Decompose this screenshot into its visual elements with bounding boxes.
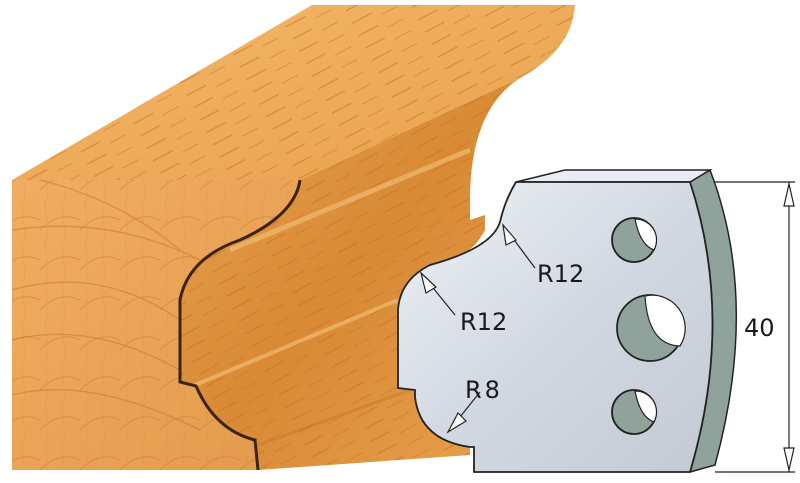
profile-knife: R12 R12 R8 xyxy=(397,168,737,474)
radius-label-r8: R8 xyxy=(465,376,503,404)
radius-leader-r8 xyxy=(446,391,481,434)
dimension-arrow-up-icon xyxy=(783,183,795,207)
wood-moulding xyxy=(11,5,575,471)
radius-leader-r12-top xyxy=(502,223,536,269)
radius-label-r12-top: R12 xyxy=(537,260,584,288)
radius-leader-r12-left xyxy=(419,271,456,316)
dimension-label: 40 xyxy=(744,314,775,342)
knife-top-edge xyxy=(515,169,713,183)
knife-hole-bottom xyxy=(611,389,658,435)
dimension-arrow-down-icon xyxy=(783,447,795,471)
knife-hole-top xyxy=(611,217,658,263)
wood-profile-outline xyxy=(178,179,302,471)
radius-label-r12-left: R12 xyxy=(460,308,507,336)
knife-hole-center xyxy=(616,294,686,362)
height-dimension xyxy=(715,181,795,473)
